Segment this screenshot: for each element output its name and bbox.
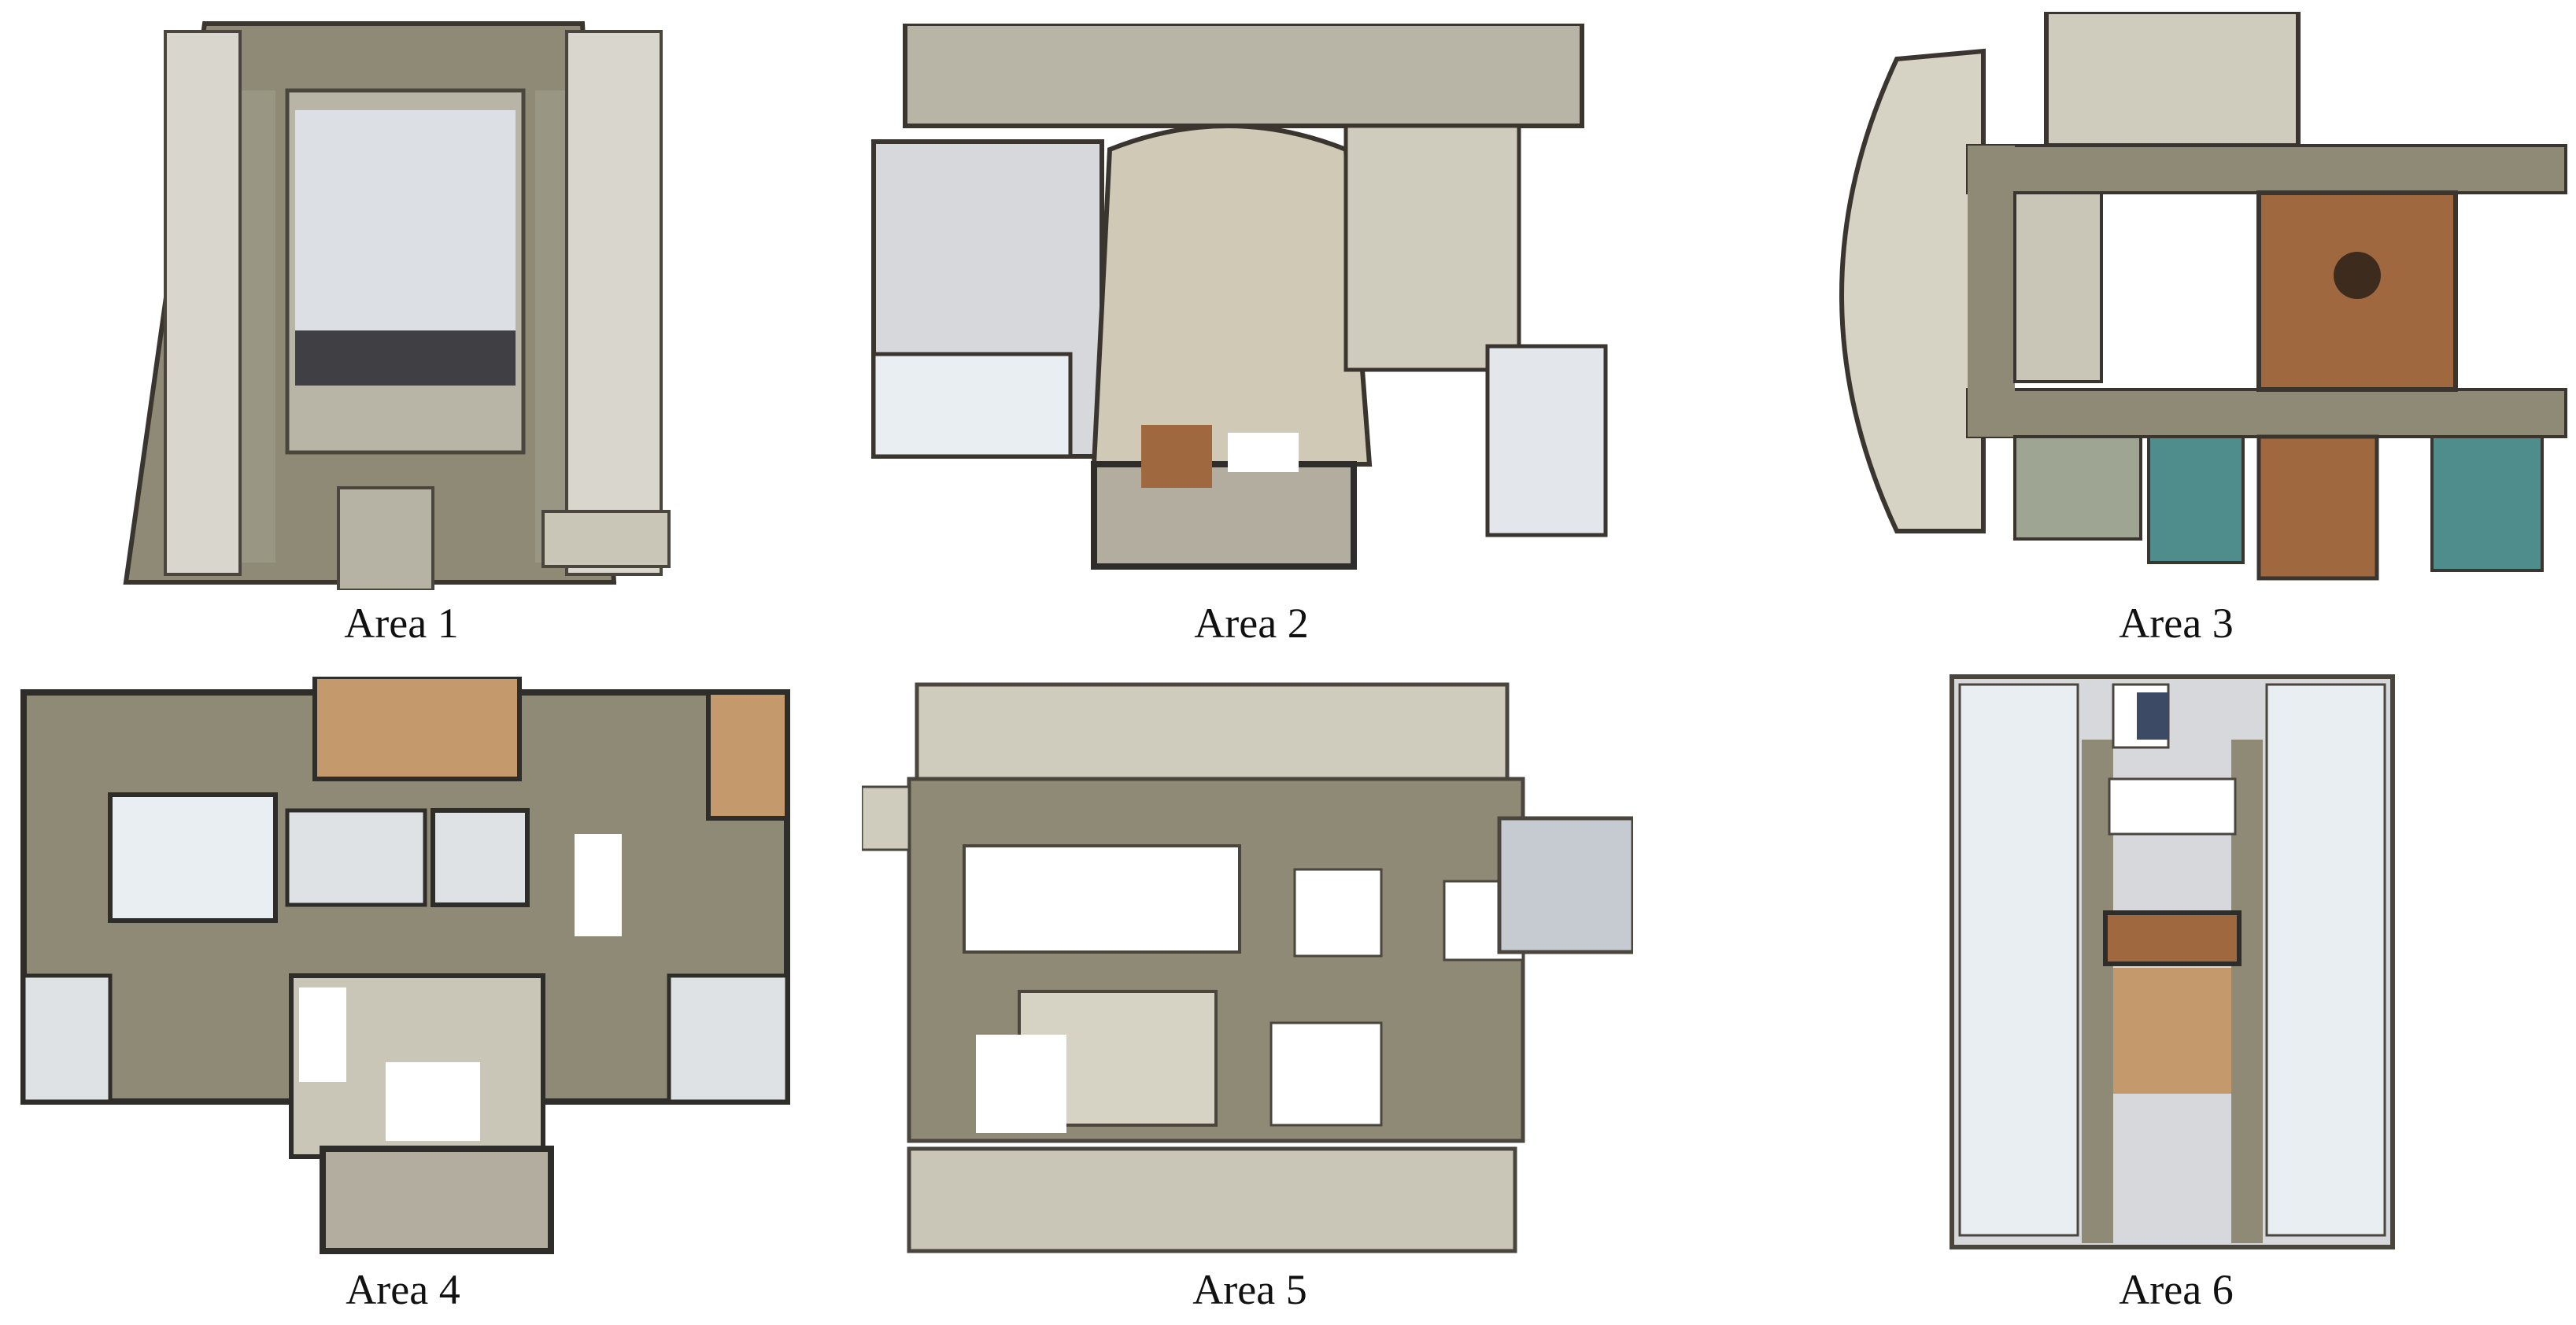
area-3-render: [1839, 12, 2567, 581]
caption-area-6: Area 6: [2119, 1266, 2234, 1313]
caption-area-5: Area 5: [1192, 1266, 1307, 1313]
area-1-render: [123, 21, 671, 590]
area-6-render: [1950, 674, 2395, 1249]
caption-area-4: Area 4: [346, 1266, 460, 1313]
caption-area-3: Area 3: [2119, 600, 2234, 647]
caption-area-1: Area 1: [344, 600, 459, 647]
floorplan-area-6: [1944, 669, 2400, 1255]
floorplan-area-4: [16, 677, 795, 1255]
floorplan-area-2: [858, 24, 1645, 590]
area-2-render: [871, 24, 1608, 570]
area-4-render: [20, 677, 790, 1254]
floorplan-area-1: [110, 16, 708, 590]
floorplan-area-3: [1802, 12, 2574, 590]
floorplan-area-5: [862, 677, 1633, 1255]
caption-area-2: Area 2: [1194, 600, 1309, 647]
area-5-render: [862, 682, 1633, 1253]
